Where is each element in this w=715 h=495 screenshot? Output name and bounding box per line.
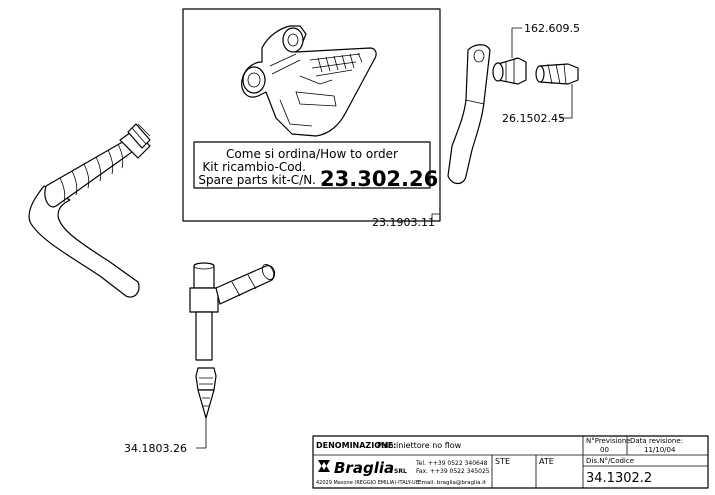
nut-fitting — [492, 57, 527, 85]
bent-hose-pipe — [28, 185, 140, 298]
kit-code: 23.302.26 — [320, 167, 438, 191]
email: Email: braglia@braglia.it — [418, 480, 487, 486]
leader-injector-tip: 34.1803.26 — [124, 418, 207, 455]
nprevisione-value: 00 — [600, 446, 609, 454]
order-line1: Come si ordina/How to order — [226, 147, 398, 161]
spray-gun-illustration — [241, 25, 377, 137]
address: 42029 Masone (REGGIO EMILIA)-ITALY-UE — [316, 480, 419, 486]
injector-pole — [189, 262, 276, 361]
brand-suffix: SRL — [394, 468, 407, 475]
ste-label: STE — [495, 457, 510, 466]
order-text-box: Come si ordina/How to order Kit ricambio… — [193, 141, 438, 191]
inset-frame — [182, 8, 441, 222]
label-injector-tip: 34.1803.26 — [124, 442, 187, 455]
denominazione-value: Palo iniettore no flow — [377, 441, 462, 450]
data-revisione-value: 11/10/04 — [644, 446, 676, 454]
hose-end-fitting — [119, 123, 151, 159]
nozzle-insert — [535, 63, 579, 85]
label-fitting-bottom: 26.1502.45 — [502, 112, 565, 125]
label-fitting-top: 162.609.5 — [524, 22, 580, 35]
leader-fitting-bottom: 26.1502.45 — [502, 84, 573, 125]
leader-fitting-top: 162.609.5 — [511, 22, 580, 58]
bent-nozzle-pipe — [447, 44, 491, 185]
tel: Tel. ++39 0522 340648 — [415, 460, 488, 467]
nprevisione-label: N°Previsione — [586, 437, 631, 445]
injector-tip — [195, 367, 217, 419]
disegno-value: 34.1302.2 — [586, 471, 652, 486]
disegno-label: Dis.N°/Codice — [586, 457, 634, 465]
order-line2: Kit ricambio-Cod. — [202, 160, 306, 174]
braglia-logo: Braglia SRL — [318, 459, 407, 477]
denominazione-label: DENOMINAZIONE: — [316, 441, 396, 450]
label-gun-part: 23.1903.11 — [372, 216, 435, 229]
ate-label: ATE — [539, 457, 554, 466]
hose-spiral-grip — [44, 139, 135, 208]
title-block: DENOMINAZIONE: Palo iniettore no flow N°… — [312, 435, 709, 489]
order-line3: Spare parts kit-C/N. — [198, 173, 316, 187]
leader-gun-part: 23.1903.11 — [366, 213, 440, 229]
fax: Fax. ++39 0522 345025 — [416, 468, 490, 475]
brand-name: Braglia — [334, 459, 394, 477]
data-revisione-label: Data revisione: — [630, 437, 683, 445]
